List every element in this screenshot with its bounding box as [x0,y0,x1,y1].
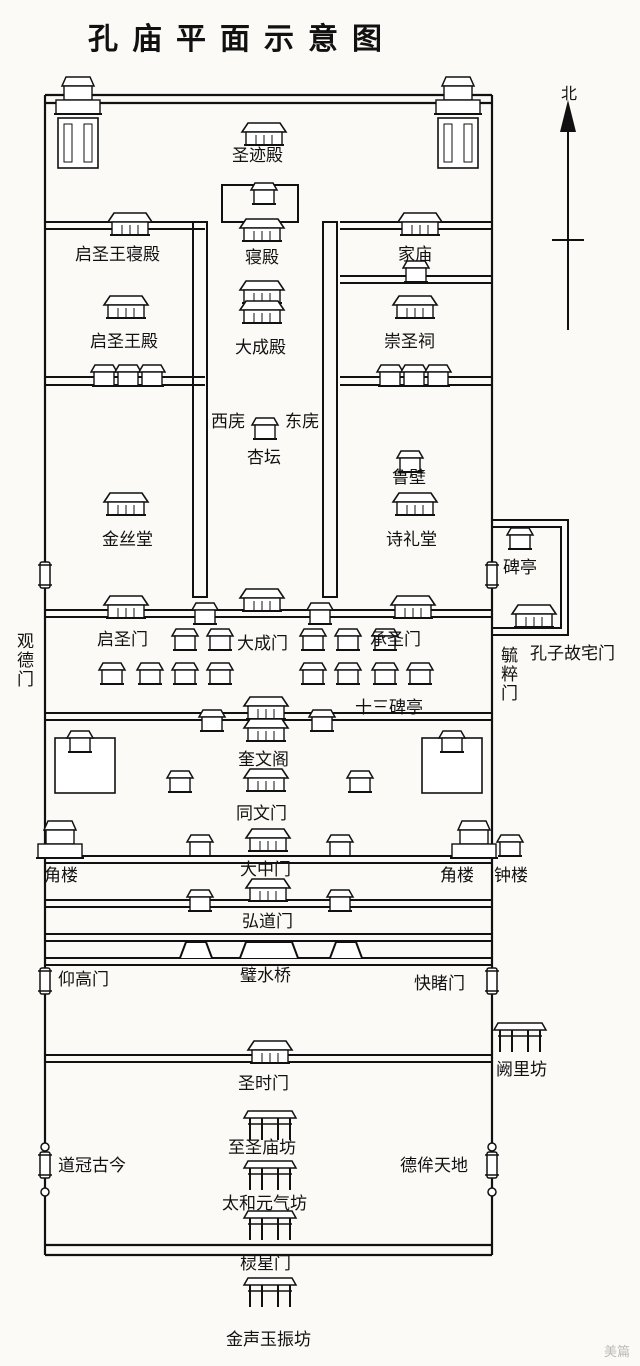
label-tongwenmen: 同文门 [236,804,287,824]
label-lubi: 鲁壁 [392,468,426,488]
label-xiwu: 西庑 [211,412,245,432]
label-hongdaomen: 弘道门 [242,912,293,932]
label-jiaolou-west: 角楼 [44,866,78,886]
label-depeitiandi: 德侔天地 [400,1156,468,1176]
label-kuiwenge: 奎文阁 [238,750,289,770]
label-dachengmen: 大成门 [237,634,288,654]
label-qindian: 寝殿 [245,248,279,268]
north-arrow-icon [552,100,584,330]
label-shengshimen: 圣时门 [238,1074,289,1094]
label-kongzi-guzhai: 孔子故宅门 [530,644,615,664]
label-qsw-dian: 启圣王殿 [90,332,158,352]
label-yucuimen: 毓粹门 [497,646,517,703]
label-beiting: 碑亭 [503,558,537,578]
label-zhishengmiaofang: 至圣庙坊 [228,1138,296,1158]
label-jinshengyuzhenfang: 金声玉振坊 [226,1330,311,1350]
north-label: 北 [561,84,578,103]
label-bishuiqiao: 璧水桥 [240,966,291,986]
label-shilitang: 诗礼堂 [386,530,437,550]
label-taiheyuanqifang: 太和元气坊 [222,1194,307,1214]
label-daoguangujin: 道冠古今 [58,1156,126,1176]
label-yanggaomen: 仰高门 [58,970,109,990]
label-chongshengci: 崇圣祠 [384,332,435,352]
label-dazhongmen: 大中门 [240,860,291,880]
label-jinsitang: 金丝堂 [102,530,153,550]
label-zhonglou: 钟楼 [494,866,528,886]
label-jiamiao: 家庙 [398,245,432,265]
bridge [179,941,363,959]
label-xingtan: 杏坛 [247,448,281,468]
map-title: 孔庙平面示意图 [88,22,396,57]
watermark: 美篇 [603,1345,630,1360]
label-shisan-beiting: 十三碑亭 [355,698,423,718]
label-shengjidian: 圣迹殿 [232,146,283,166]
label-lingxingmen: 棂星门 [240,1254,291,1274]
label-kuaidumen: 快睹门 [414,974,465,994]
label-quelifang: 阙里坊 [496,1060,547,1080]
label-dachengdian: 大成殿 [235,338,286,358]
label-jiaolou-east: 角楼 [440,866,474,886]
east-annex [492,519,569,636]
label-guandemen: 观德门 [13,632,33,689]
label-dongwu: 东庑 [285,412,319,432]
label-chengshengmen: 承圣门 [370,630,421,650]
label-qsw-qindian: 启圣王寝殿 [75,245,160,265]
corridors [192,184,338,598]
label-qishengmen: 启圣门 [97,630,148,650]
